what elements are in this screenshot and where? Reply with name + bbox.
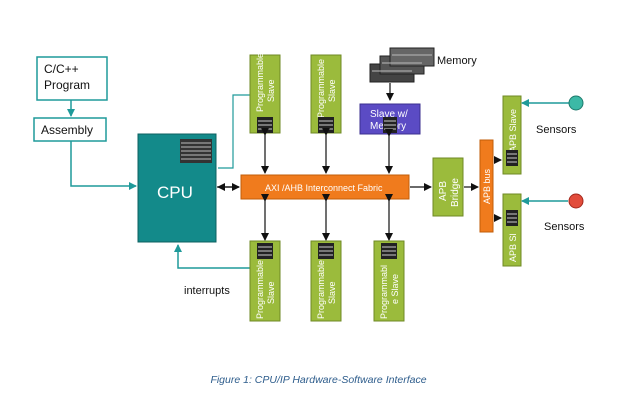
memory-label: Memory — [437, 55, 477, 67]
apb-bridge-line1: APB — [438, 181, 449, 201]
slave-bottom-1-line1: Programmable — [255, 260, 265, 319]
interrupts-label: interrupts — [184, 285, 230, 297]
interrupt-line-top — [218, 94, 251, 169]
programmable-slave-bottom-3: Programmabl e Slave — [373, 240, 405, 322]
figure-caption: Figure 1: CPU/IP Hardware-Software Inter… — [210, 374, 427, 386]
apb-slave-top-label: APB Slave — [508, 109, 518, 152]
programmable-slave-bottom-1: Programmable Slave — [249, 240, 281, 322]
programmable-slave-top-1: Programmable Slave — [249, 53, 281, 134]
slave-bottom-2-line1: Programmable — [316, 260, 326, 319]
slave-top-2-line2: Slave — [327, 79, 337, 102]
sensor-top-icon — [568, 95, 584, 111]
slave-bottom-3-line2: e Slave — [390, 274, 400, 304]
arrow-assembly-to-cpu — [70, 141, 137, 190]
slave-bottom-1-line2: Slave — [266, 281, 276, 304]
assembly-label: Assembly — [41, 123, 93, 137]
apb-bridge — [432, 157, 464, 217]
slave-mem-line1: Slave w/ — [370, 109, 408, 120]
slave-bottom-2-line2: Slave — [327, 281, 337, 304]
apb-slave-bottom: APB Sl — [502, 193, 522, 267]
slave-top-1-line1: Programmable — [255, 53, 265, 112]
sensor-bottom-icon — [568, 193, 584, 209]
slave-top-1-line2: Slave — [266, 79, 276, 102]
assembly-box — [33, 117, 107, 142]
programmable-slave-bottom-2: Programmable Slave — [310, 240, 342, 322]
programmable-slave-top-2: Programmable Slave — [310, 54, 342, 134]
program-box — [36, 56, 108, 101]
apb-slave-top: APB Slave — [502, 95, 522, 175]
cpu-chip-icon — [180, 139, 212, 163]
memory-icon — [369, 47, 435, 83]
slave-top-2-line1: Programmable — [316, 59, 326, 118]
apb-bridge-line2: Bridge — [450, 178, 461, 207]
sensors-top-label: Sensors — [536, 124, 577, 136]
apb-bus — [479, 139, 494, 233]
program-label-line2: Program — [44, 78, 90, 92]
interrupt-line — [174, 244, 251, 269]
program-label-line1: C/C++ — [44, 62, 79, 76]
sensors-bottom-label: Sensors — [544, 221, 585, 233]
apb-slave-bottom-label: APB Sl — [508, 233, 518, 262]
interconnect-label: AXI /AHB Interconnect Fabric — [265, 183, 383, 193]
cpu-block — [137, 133, 217, 243]
apb-bus-label: APB bus — [482, 168, 492, 204]
cpu-label: CPU — [157, 183, 193, 202]
slave-bottom-3-line1: Programmabl — [379, 265, 389, 319]
